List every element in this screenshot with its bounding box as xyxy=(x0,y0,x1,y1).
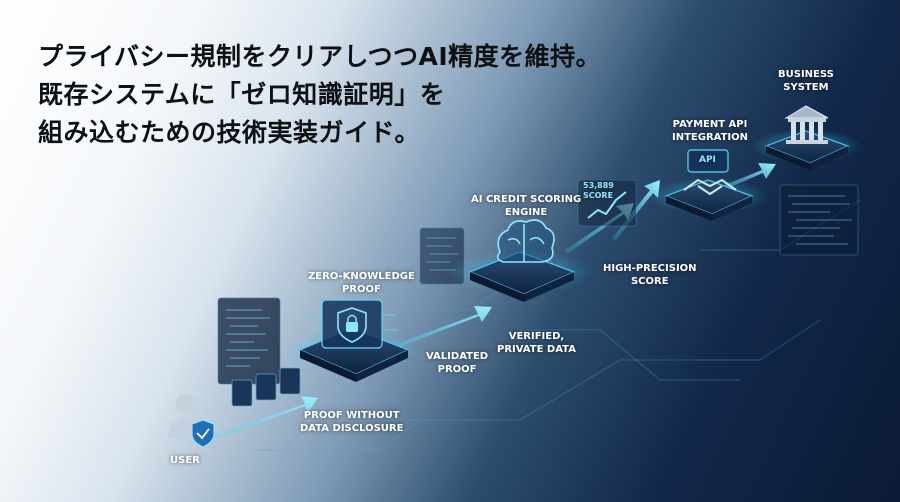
score-text: SCORE xyxy=(583,191,614,200)
user-label: USER xyxy=(170,454,200,467)
zkp-label-line-1: ZERO-KNOWLEDGE xyxy=(308,271,415,282)
bank-building-icon xyxy=(784,105,829,144)
circuit-lines xyxy=(250,199,861,451)
handshake-icon xyxy=(683,178,737,196)
user-label-text: USER xyxy=(170,455,200,466)
flow-label-high-precision-line-1: HIGH-PRECISION xyxy=(603,263,697,274)
flow-label-high-precision: HIGH-PRECISION SCORE xyxy=(603,262,697,288)
document-cards xyxy=(231,367,301,407)
payment-label-line-1: PAYMENT API xyxy=(672,119,748,130)
business-label: BUSINESS SYSTEM xyxy=(778,68,834,94)
payment-label: PAYMENT API INTEGRATION xyxy=(672,118,748,144)
user-icon xyxy=(168,394,215,448)
code-panel-right xyxy=(779,184,859,256)
ai-label-line-1: AI CREDIT SCORING xyxy=(471,194,582,205)
flow-label-validated: VALIDATED PROOF xyxy=(426,350,488,376)
payment-platform xyxy=(648,149,768,221)
code-panel-left xyxy=(217,297,281,385)
ai-platform xyxy=(448,219,592,302)
api-badge: API xyxy=(699,154,716,167)
score-chart xyxy=(577,179,637,227)
brain-icon xyxy=(496,219,555,263)
ai-label-line-2: ENGINE xyxy=(504,207,548,218)
flow-label-high-precision-line-2: SCORE xyxy=(630,276,669,287)
flow-label-validated-line-2: PROOF xyxy=(437,364,477,375)
ai-label: AI CREDIT SCORING ENGINE xyxy=(471,193,581,219)
headline-line-3: 組み込むための技術実装ガイド。 xyxy=(38,118,421,147)
business-label-line-2: SYSTEM xyxy=(783,82,829,93)
flow-label-proof-without: PROOF WITHOUT DATA DISCLOSURE xyxy=(300,409,403,435)
flow-label-verified-line-2: PRIVATE DATA xyxy=(497,344,576,355)
zkp-platform xyxy=(282,299,422,382)
flow-label-verified: VERIFIED, PRIVATE DATA xyxy=(497,330,576,356)
score-display: 53,889 SCORE xyxy=(583,181,614,201)
zkp-label-line-2: PROOF xyxy=(341,284,381,295)
score-value: 53,889 xyxy=(583,181,614,190)
flow-label-validated-line-1: VALIDATED xyxy=(426,351,489,362)
headline: プライバシー規制をクリアしつつAI精度を維持。 既存システムに「ゼロ知識証明」を… xyxy=(38,38,601,152)
headline-line-1: プライバシー規制をクリアしつつAI精度を維持。 xyxy=(38,42,602,71)
business-label-line-1: BUSINESS xyxy=(778,69,834,80)
flow-label-verified-line-1: VERIFIED, xyxy=(508,331,565,342)
headline-line-2: 既存システムに「ゼロ知識証明」を xyxy=(38,80,446,109)
zkp-label: ZERO-KNOWLEDGE PROOF xyxy=(308,270,415,296)
flow-label-proof-without-line-1: PROOF WITHOUT xyxy=(303,410,400,421)
shield-check-icon xyxy=(191,419,215,448)
api-badge-text: API xyxy=(699,155,716,165)
shield-lock-icon xyxy=(337,307,367,343)
payment-label-line-2: INTEGRATION xyxy=(672,132,749,143)
flow-label-proof-without-line-2: DATA DISCLOSURE xyxy=(300,423,404,434)
business-platform xyxy=(750,105,862,170)
